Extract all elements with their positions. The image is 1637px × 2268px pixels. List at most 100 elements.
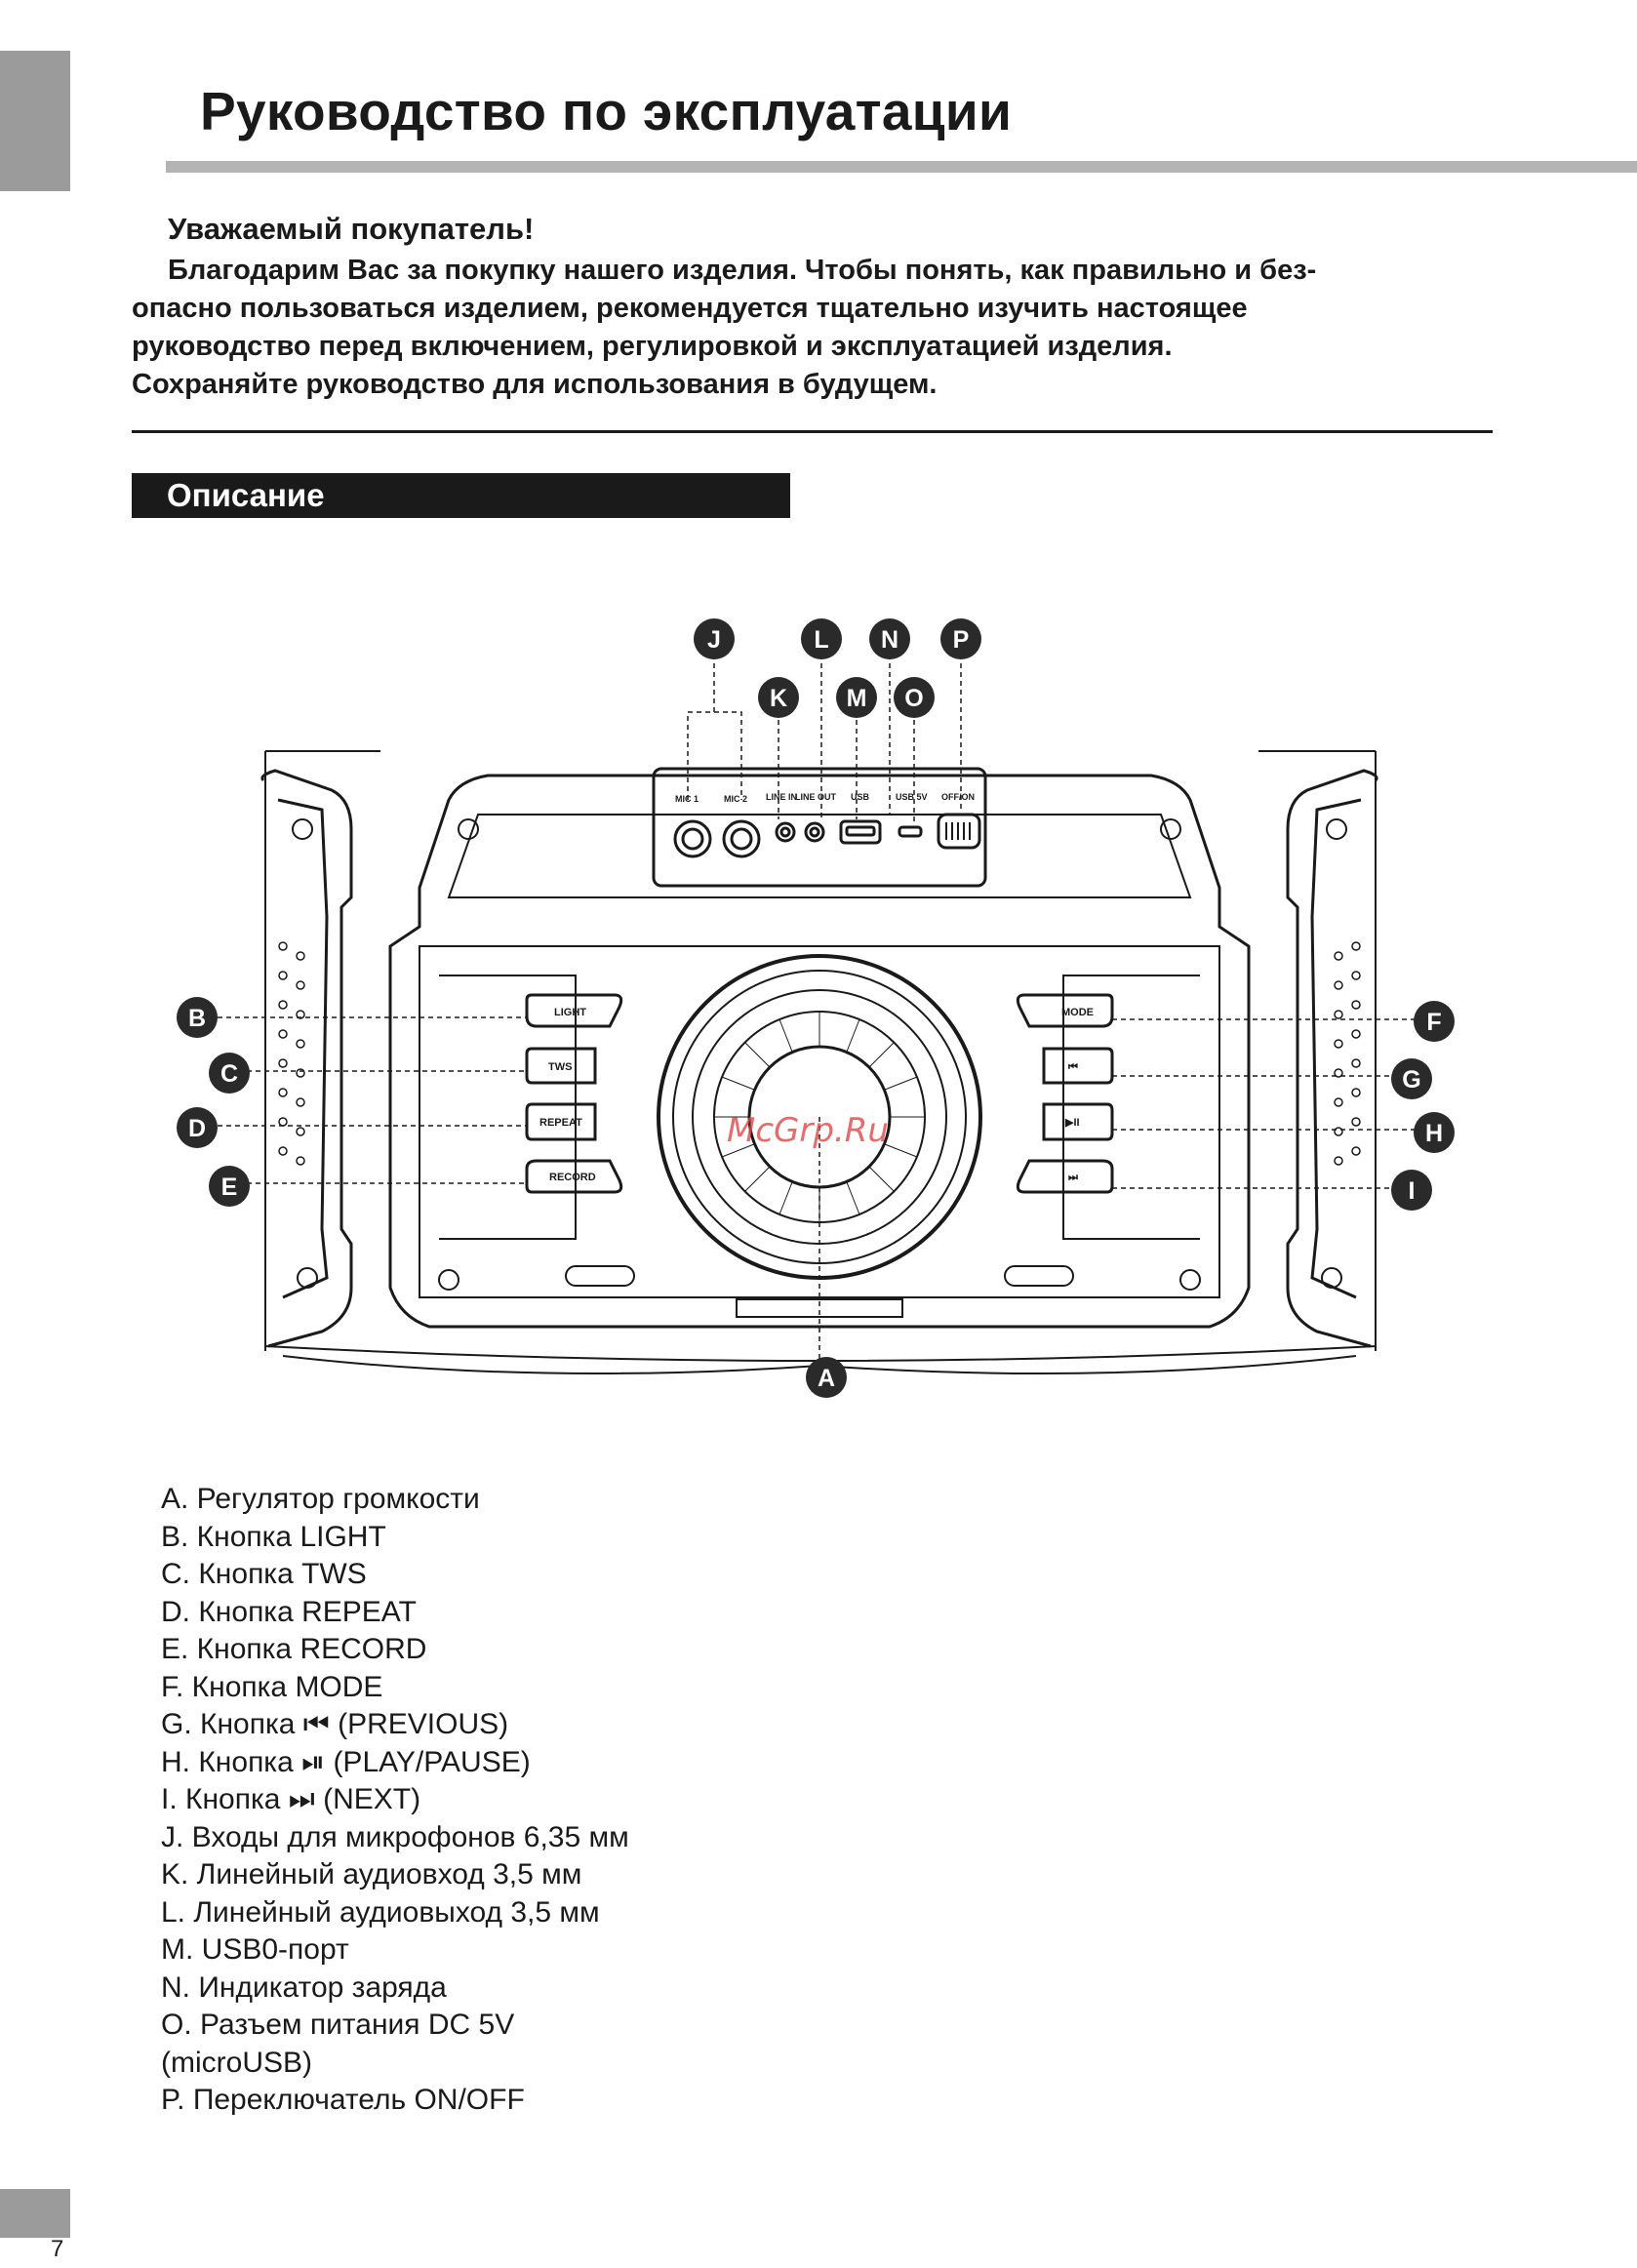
legend-item: C. Кнопка TWS — [161, 1558, 367, 1590]
button-label-prev: ⏮ — [1068, 1061, 1078, 1073]
svg-text:H: H — [1425, 1120, 1443, 1147]
left-handle — [260, 769, 353, 1348]
svg-text:B: B — [188, 1005, 206, 1032]
light-button-outline — [525, 993, 623, 1028]
button-label-mode: MODE — [1061, 1007, 1094, 1018]
page-title: Руководство по эксплуатации — [200, 81, 1013, 141]
legend-item: A. Регулятор громкости — [161, 1483, 480, 1515]
callout-p: P — [940, 618, 981, 659]
legend-item: D. Кнопка REPEAT — [161, 1595, 417, 1628]
section-divider — [132, 430, 1493, 433]
svg-text:D: D — [188, 1115, 206, 1142]
button-label-play: ▶II — [1064, 1117, 1080, 1129]
callout-i: I — [1391, 1170, 1432, 1211]
button-label-light: LIGHT — [554, 1007, 586, 1018]
side-tab-bottom — [0, 2189, 70, 2238]
legend-item: O. Разъем питания DC 5V — [161, 2009, 515, 2041]
callout-n: N — [869, 618, 910, 659]
svg-text:I: I — [1409, 1177, 1416, 1205]
intro-line: опасно пользоваться изделием, рекомендуе… — [132, 293, 1248, 324]
cabinet-outline — [388, 774, 1251, 1329]
callout-g: G — [1391, 1058, 1432, 1099]
greeting: Уважаемый покупатель! — [168, 212, 535, 246]
svg-text:P: P — [953, 626, 970, 654]
port-label-usb5v: USB 5V — [896, 792, 928, 802]
watermark: McGrp.Ru — [727, 1111, 889, 1150]
legend-item: K. Линейный аудиовход 3,5 мм — [161, 1858, 582, 1890]
button-label-record: RECORD — [549, 1172, 596, 1183]
leader-lines — [200, 646, 1419, 1364]
mic1-jack — [673, 819, 712, 858]
legend-item: J. Входы для микрофонов 6,35 мм — [161, 1820, 629, 1853]
mode-button-outline — [1016, 993, 1114, 1028]
right-handle — [1286, 769, 1378, 1348]
callout-l: L — [801, 618, 842, 659]
page-number: 7 — [51, 2236, 64, 2262]
button-label-repeat: REPEAT — [539, 1117, 582, 1129]
svg-text:C: C — [220, 1060, 238, 1088]
intro-line: руководство перед включением, регулировк… — [132, 331, 1173, 362]
port-label-line-in: LINE IN — [766, 792, 797, 802]
svg-text:L: L — [814, 626, 828, 654]
svg-text:N: N — [881, 626, 898, 654]
callout-m: M — [836, 677, 877, 718]
intro-line: Сохраняйте руководство для использования… — [132, 369, 938, 400]
callout-f: F — [1414, 1001, 1455, 1042]
svg-text:G: G — [1402, 1066, 1420, 1094]
svg-text:O: O — [904, 685, 923, 712]
play-button-outline — [1042, 1102, 1114, 1141]
legend-item: E. Кнопка RECORD — [161, 1633, 427, 1665]
intro-text: Уважаемый покупатель! Благодарим Вас за … — [132, 210, 1497, 404]
legend-item: H. Кнопка ⏯ (PLAY/PAUSE) — [161, 1745, 531, 1778]
svg-text:F: F — [1426, 1009, 1441, 1036]
intro-line: Благодарим Вас за покупку нашего изделия… — [168, 255, 1317, 286]
callout-e: E — [209, 1166, 250, 1207]
next-button-outline — [1016, 1159, 1114, 1194]
svg-text:A: A — [818, 1365, 835, 1392]
legend-item: P. Переключатель ON/OFF — [161, 2084, 525, 2116]
port-label-mic2: MIC 2 — [724, 794, 747, 804]
line-in-jack — [775, 821, 796, 843]
legend-item: (microUSB) — [161, 2046, 312, 2079]
microusb-port — [898, 825, 923, 838]
port-label-usb: USB — [851, 792, 870, 802]
port-label-mic1: MIC 1 — [675, 794, 699, 804]
button-label-next: ⏭ — [1068, 1172, 1078, 1183]
callout-o: O — [894, 677, 935, 718]
side-tab-top — [0, 51, 70, 191]
port-label-line-out: LINE OUT — [795, 792, 837, 802]
power-switch — [937, 813, 981, 850]
callout-c: C — [209, 1053, 250, 1094]
mic2-jack — [722, 819, 761, 858]
repeat-button-outline — [525, 1102, 597, 1141]
svg-text:M: M — [847, 685, 867, 712]
line-out-jack — [804, 821, 825, 843]
parts-legend: A. Регулятор громкости B. Кнопка LIGHT C… — [161, 1481, 629, 2120]
callout-d: D — [177, 1107, 218, 1148]
button-label-tws: TWS — [548, 1061, 572, 1073]
legend-item: N. Индикатор заряда — [161, 1970, 447, 2004]
svg-text:E: E — [221, 1174, 238, 1201]
port-label-offon: OFF/ON — [941, 792, 975, 802]
legend-item: I. Кнопка ⏭ (NEXT) — [161, 1783, 421, 1815]
usb-port — [839, 819, 882, 845]
port-panel — [652, 767, 987, 888]
callout-h: H — [1414, 1112, 1455, 1153]
title-underline — [166, 161, 1637, 173]
legend-item: L. Линейный аудиовыход 3,5 мм — [161, 1895, 600, 1929]
tws-button-outline — [525, 1047, 597, 1085]
legend-item: M. USB0-порт — [161, 1933, 349, 1966]
callout-k: K — [758, 677, 799, 718]
callout-j: J — [694, 618, 735, 659]
legend-item: F. Кнопка MODE — [161, 1670, 383, 1703]
speaker-body-outline — [264, 750, 1377, 1362]
section-title: Описание — [132, 473, 790, 518]
svg-text:K: K — [770, 685, 787, 712]
callout-b: B — [177, 997, 218, 1038]
speaker-diagram: MIC 1 MIC 2 LINE IN LINE OUT USB USB 5V … — [177, 618, 1455, 1398]
svg-text:J: J — [707, 626, 721, 654]
legend-item: G. Кнопка ⏮ (PREVIOUS) — [161, 1708, 509, 1740]
legend-item: B. Кнопка LIGHT — [161, 1520, 386, 1553]
record-button-outline — [525, 1159, 623, 1194]
prev-button-outline — [1042, 1047, 1114, 1085]
